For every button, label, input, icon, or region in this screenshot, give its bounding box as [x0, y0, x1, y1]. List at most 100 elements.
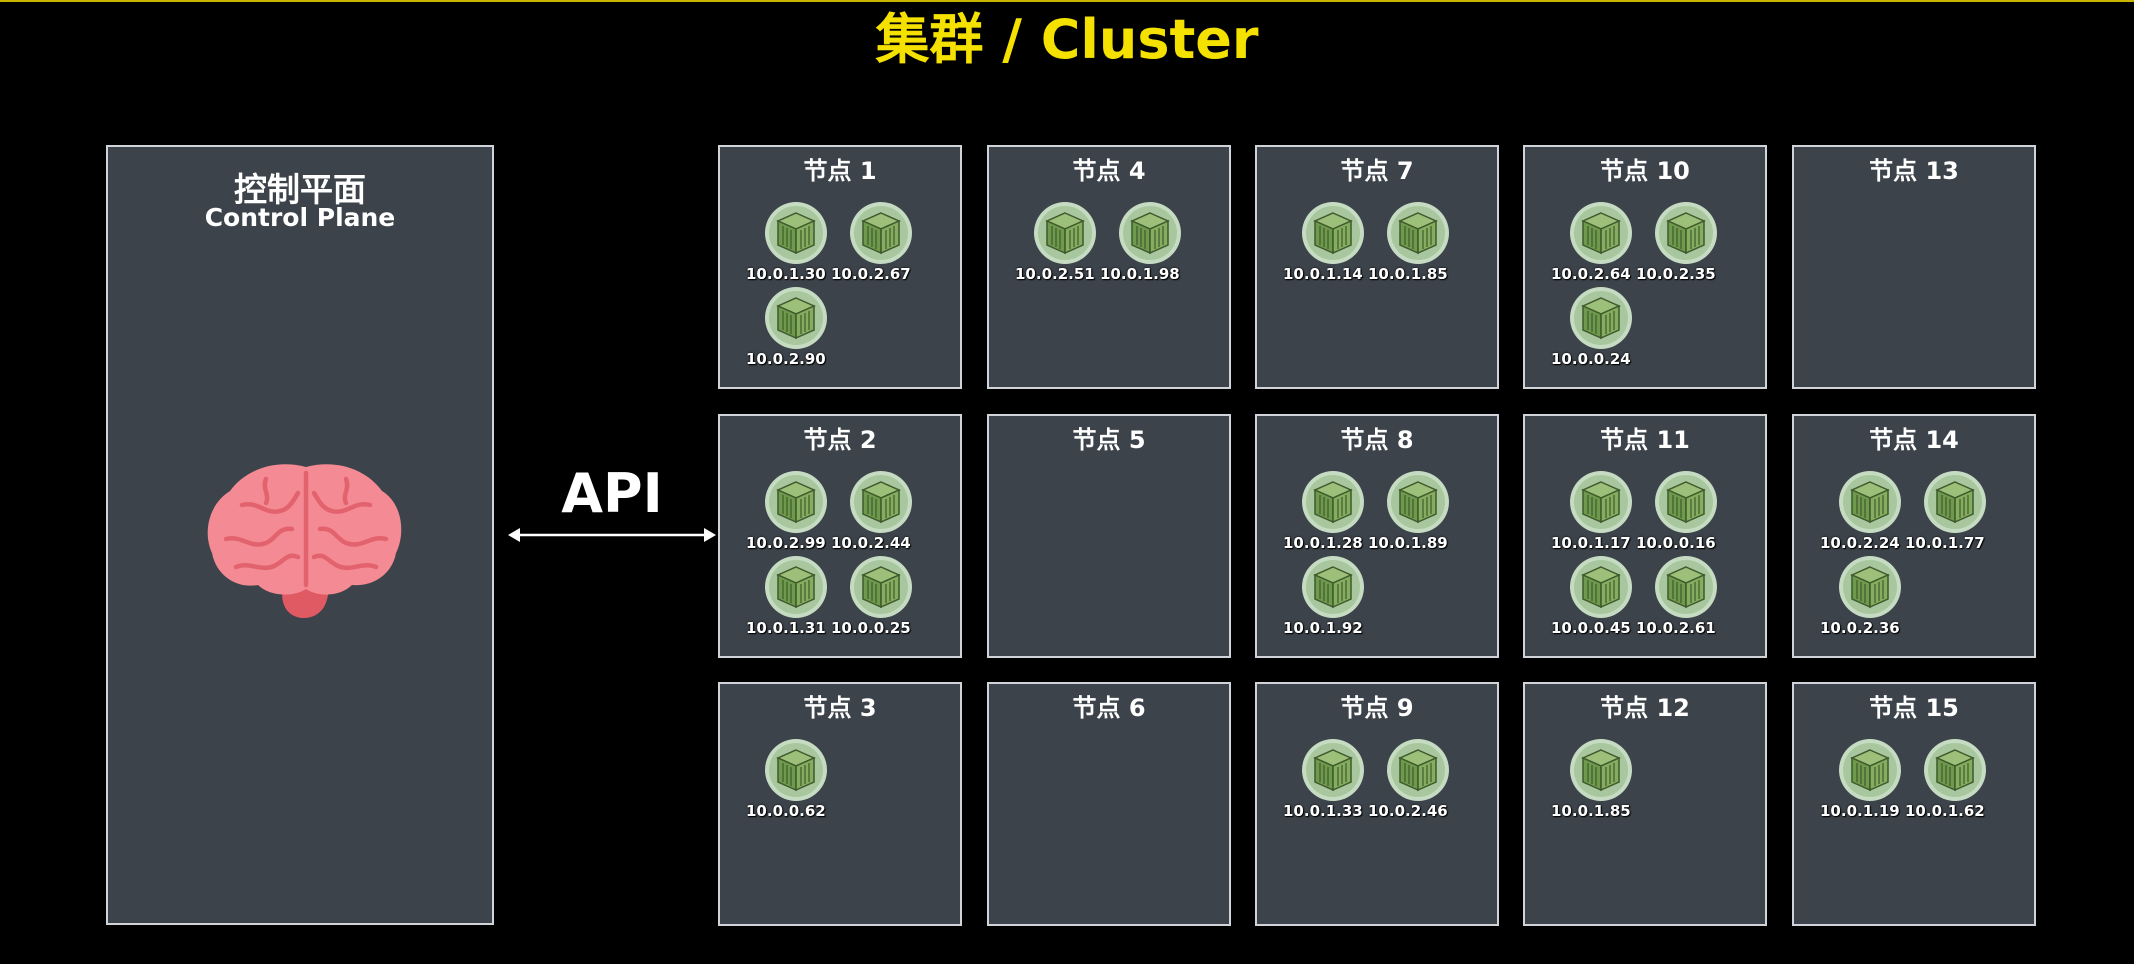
node-card: 节点 6 — [987, 682, 1231, 926]
pod-ip-label: 10.0.1.19 — [1820, 802, 1904, 820]
pod-ip-label: 10.0.1.92 — [1283, 619, 1367, 637]
node-title: 节点 15 — [1794, 692, 2034, 724]
pod: 10.0.2.61 — [1640, 555, 1724, 639]
pod-ip-label: 10.0.2.24 — [1820, 534, 1904, 552]
node-title: 节点 1 — [720, 155, 960, 187]
pod-ip-label: 10.0.0.24 — [1551, 350, 1635, 368]
pod: 10.0.2.24 — [1824, 470, 1908, 554]
node-title: 节点 3 — [720, 692, 960, 724]
pod: 10.0.1.85 — [1555, 738, 1639, 822]
control-plane-title-en: Control Plane — [108, 203, 492, 232]
pod-ip-label: 10.0.2.46 — [1368, 802, 1452, 820]
node-title: 节点 7 — [1257, 155, 1497, 187]
container-box-icon — [1386, 738, 1450, 802]
pod-ip-label: 10.0.1.17 — [1551, 534, 1635, 552]
container-box-icon — [1386, 470, 1450, 534]
container-box-icon — [849, 555, 913, 619]
pod: 10.0.1.85 — [1372, 201, 1456, 285]
node-title: 节点 11 — [1525, 424, 1765, 456]
pod: 10.0.2.99 — [750, 470, 834, 554]
container-box-icon — [1654, 201, 1718, 265]
bidirectional-arrow-icon — [508, 524, 716, 546]
pod: 10.0.1.19 — [1824, 738, 1908, 822]
pod: 10.0.2.46 — [1372, 738, 1456, 822]
pod-ip-label: 10.0.2.64 — [1551, 265, 1635, 283]
pod: 10.0.2.35 — [1640, 201, 1724, 285]
pod: 10.0.0.25 — [835, 555, 919, 639]
container-box-icon — [1301, 738, 1365, 802]
pod: 10.0.1.17 — [1555, 470, 1639, 554]
node-card: 节点 5 — [987, 414, 1231, 658]
pod: 10.0.0.24 — [1555, 286, 1639, 370]
pod-ip-label: 10.0.1.31 — [746, 619, 830, 637]
container-box-icon — [764, 470, 828, 534]
pod: 10.0.1.31 — [750, 555, 834, 639]
pod-ip-label: 10.0.2.99 — [746, 534, 830, 552]
pod: 10.0.1.89 — [1372, 470, 1456, 554]
pod: 10.0.2.90 — [750, 286, 834, 370]
api-label: API — [540, 462, 684, 525]
pod-ip-label: 10.0.2.35 — [1636, 265, 1720, 283]
top-border-line — [0, 0, 2134, 2]
pod: 10.0.0.45 — [1555, 555, 1639, 639]
pod-ip-label: 10.0.2.61 — [1636, 619, 1720, 637]
node-card: 节点 1010.0.2.6410.0.2.3510.0.0.24 — [1523, 145, 1767, 389]
node-title: 节点 9 — [1257, 692, 1497, 724]
page-title: 集群 / Cluster — [0, 4, 2134, 76]
pod-ip-label: 10.0.1.28 — [1283, 534, 1367, 552]
pod: 10.0.1.14 — [1287, 201, 1371, 285]
container-box-icon — [1301, 470, 1365, 534]
container-box-icon — [764, 201, 828, 265]
container-box-icon — [849, 201, 913, 265]
node-card: 节点 3 10.0.0.62 — [718, 682, 962, 926]
pod: 10.0.1.98 — [1104, 201, 1188, 285]
pod-ip-label: 10.0.0.25 — [831, 619, 915, 637]
pod: 10.0.1.77 — [1909, 470, 1993, 554]
container-box-icon — [1569, 470, 1633, 534]
container-box-icon — [849, 470, 913, 534]
pod: 10.0.2.64 — [1555, 201, 1639, 285]
pod-ip-label: 10.0.1.77 — [1905, 534, 1989, 552]
container-box-icon — [764, 738, 828, 802]
pod-ip-label: 10.0.0.62 — [746, 802, 830, 820]
pod-ip-label: 10.0.1.30 — [746, 265, 830, 283]
container-box-icon — [1838, 470, 1902, 534]
pod-ip-label: 10.0.1.14 — [1283, 265, 1367, 283]
node-title: 节点 12 — [1525, 692, 1765, 724]
control-plane-panel: 控制平面 Control Plane — [106, 145, 494, 925]
pod: 10.0.2.36 — [1824, 555, 1908, 639]
pod-ip-label: 10.0.0.16 — [1636, 534, 1720, 552]
container-box-icon — [1301, 201, 1365, 265]
container-box-icon — [764, 286, 828, 350]
pod-ip-label: 10.0.1.62 — [1905, 802, 1989, 820]
pod-ip-label: 10.0.2.90 — [746, 350, 830, 368]
container-box-icon — [1118, 201, 1182, 265]
pod-ip-label: 10.0.2.67 — [831, 265, 915, 283]
node-card: 节点 13 — [1792, 145, 2036, 389]
pod: 10.0.1.62 — [1909, 738, 1993, 822]
container-box-icon — [1923, 470, 1987, 534]
node-card: 节点 12 10.0.1.85 — [1523, 682, 1767, 926]
node-title: 节点 4 — [989, 155, 1229, 187]
pod-ip-label: 10.0.1.89 — [1368, 534, 1452, 552]
pod-ip-label: 10.0.1.85 — [1551, 802, 1635, 820]
pod-ip-label: 10.0.2.44 — [831, 534, 915, 552]
pod-ip-label: 10.0.2.51 — [1015, 265, 1099, 283]
pod-ip-label: 10.0.2.36 — [1820, 619, 1904, 637]
node-title: 节点 8 — [1257, 424, 1497, 456]
container-box-icon — [1838, 555, 1902, 619]
container-box-icon — [1386, 201, 1450, 265]
container-box-icon — [1569, 555, 1633, 619]
container-box-icon — [1654, 555, 1718, 619]
pod: 10.0.1.28 — [1287, 470, 1371, 554]
pod: 10.0.2.44 — [835, 470, 919, 554]
pod-ip-label: 10.0.1.98 — [1100, 265, 1184, 283]
container-box-icon — [764, 555, 828, 619]
pod: 10.0.1.92 — [1287, 555, 1371, 639]
